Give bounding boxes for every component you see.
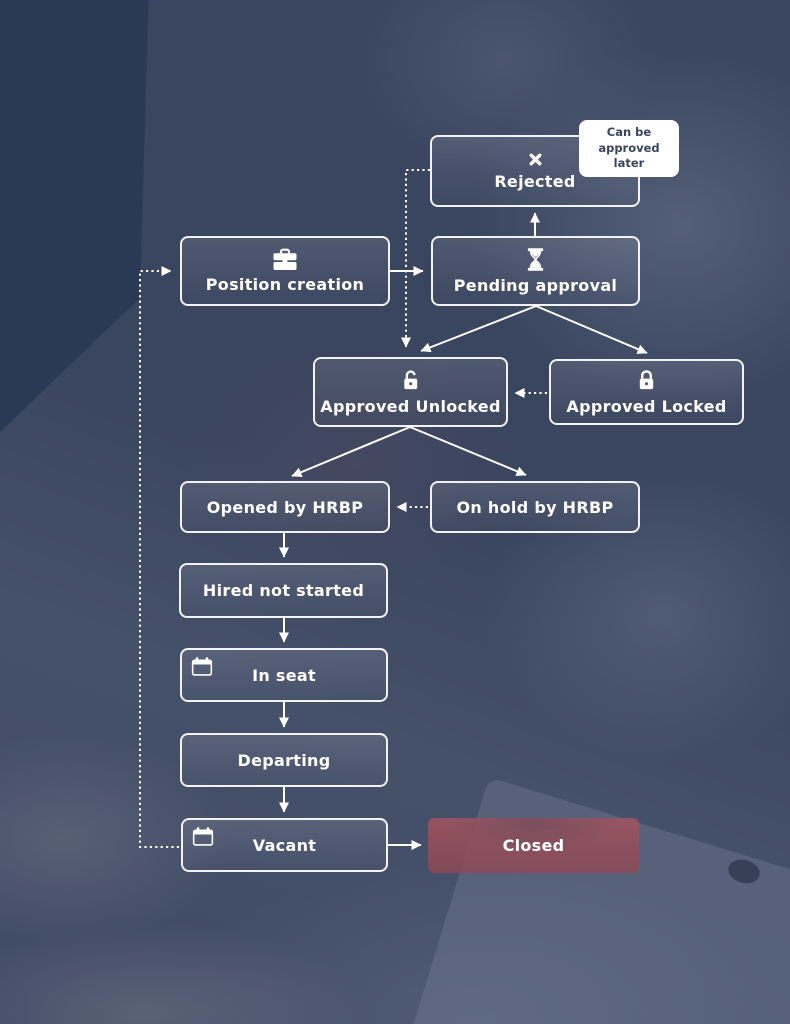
node-label: Rejected — [494, 172, 576, 191]
calendar-icon — [191, 656, 213, 677]
node-hired-not-started: Hired not started — [179, 563, 388, 618]
node-approved-unlocked: Approved Unlocked — [313, 357, 508, 427]
node-label: On hold by HRBP — [456, 497, 614, 517]
node-closed: Closed — [428, 818, 639, 873]
node-label: Approved Unlocked — [320, 397, 501, 416]
node-label: Departing — [237, 750, 331, 770]
node-pending-approval: Pending approval — [431, 236, 640, 306]
x-icon — [527, 151, 544, 168]
unlock-icon — [399, 368, 422, 393]
node-label: Hired not started — [202, 581, 365, 600]
tooltip: Can be approved later — [579, 120, 679, 177]
node-in-seat: In seat — [180, 648, 388, 702]
node-vacant: Vacant — [181, 818, 388, 872]
calendar-icon — [192, 826, 214, 847]
hourglass-icon — [525, 247, 546, 272]
node-label: Approved Locked — [566, 397, 727, 416]
node-on-hold-by-hrbp: On hold by HRBP — [430, 481, 640, 533]
node-departing: Departing — [180, 733, 388, 787]
node-label: Position creation — [205, 275, 365, 294]
node-position-creation: Position creation — [180, 236, 390, 306]
briefcase-icon — [272, 248, 298, 271]
node-label: Closed — [502, 836, 565, 855]
node-label: Vacant — [252, 835, 317, 855]
node-label: In seat — [252, 665, 316, 685]
node-label: Opened by HRBP — [206, 497, 364, 517]
node-approved-locked: Approved Locked — [549, 359, 744, 425]
lock-icon — [635, 368, 658, 393]
node-opened-by-hrbp: Opened by HRBP — [180, 481, 390, 533]
node-label: Pending approval — [453, 276, 618, 295]
